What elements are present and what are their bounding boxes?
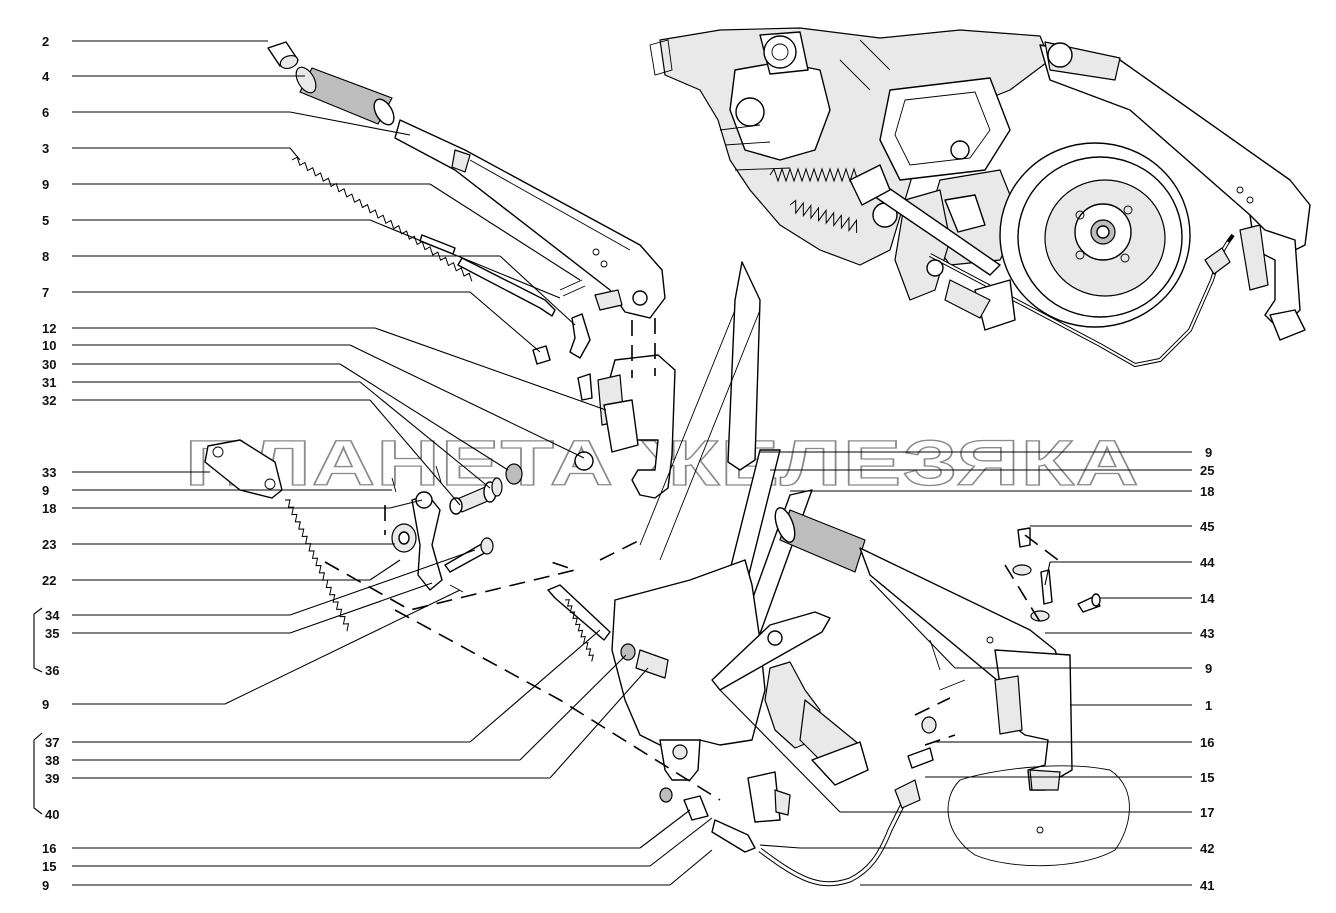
callout-2: 2 [42,34,49,49]
callout-30: 30 [42,357,56,372]
callout-38: 38 [45,753,59,768]
callout-25: 25 [1200,463,1214,478]
callout-5: 5 [42,213,49,228]
callout-14: 14 [1200,591,1215,606]
callout-9: 9 [42,483,49,498]
gearbox-assembly-illustration [649,27,1311,367]
callout-16: 16 [42,841,56,856]
leader-lines-left [33,40,713,886]
callout-17: 17 [1200,805,1214,820]
callout-42: 42 [1200,841,1214,856]
callout-labels-right: 9 25 18 45 44 14 43 9 1 16 15 17 42 41 [1200,445,1215,893]
callout-1: 1 [1205,698,1212,713]
callout-18: 18 [1200,484,1214,499]
callout-16: 16 [1200,735,1214,750]
callout-31: 31 [42,375,56,390]
upper-lever-assembly [267,41,676,499]
callout-41: 41 [1200,878,1214,893]
callout-labels-left: 2 4 6 3 9 5 8 7 12 10 30 31 32 33 9 18 2… [42,34,60,893]
middle-left-assembly [204,439,578,632]
callout-39: 39 [45,771,59,786]
callout-35: 35 [45,626,59,641]
callout-37: 37 [45,735,59,750]
callout-18: 18 [42,501,56,516]
callout-22: 22 [42,573,56,588]
callout-7: 7 [42,285,49,300]
callout-12: 12 [42,321,56,336]
callout-40: 40 [45,807,59,822]
callout-34: 34 [45,608,60,623]
callout-9: 9 [1205,661,1212,676]
callout-15: 15 [42,859,56,874]
callout-45: 45 [1200,519,1214,534]
callout-6: 6 [42,105,49,120]
callout-23: 23 [42,537,56,552]
callout-4: 4 [42,69,50,84]
callout-9: 9 [42,697,49,712]
callout-9: 9 [42,177,49,192]
lower-center-assembly [394,261,934,887]
callout-10: 10 [42,338,56,353]
lower-right-lever-assembly [774,507,1130,867]
callout-8: 8 [42,249,49,264]
callout-32: 32 [42,393,56,408]
callout-44: 44 [1200,555,1215,570]
callout-3: 3 [42,141,49,156]
callout-33: 33 [42,465,56,480]
callout-9: 9 [1205,445,1212,460]
callout-9: 9 [42,878,49,893]
callout-36: 36 [45,663,59,678]
callout-15: 15 [1200,770,1214,785]
leader-lines-right [719,451,1192,886]
callout-43: 43 [1200,626,1214,641]
